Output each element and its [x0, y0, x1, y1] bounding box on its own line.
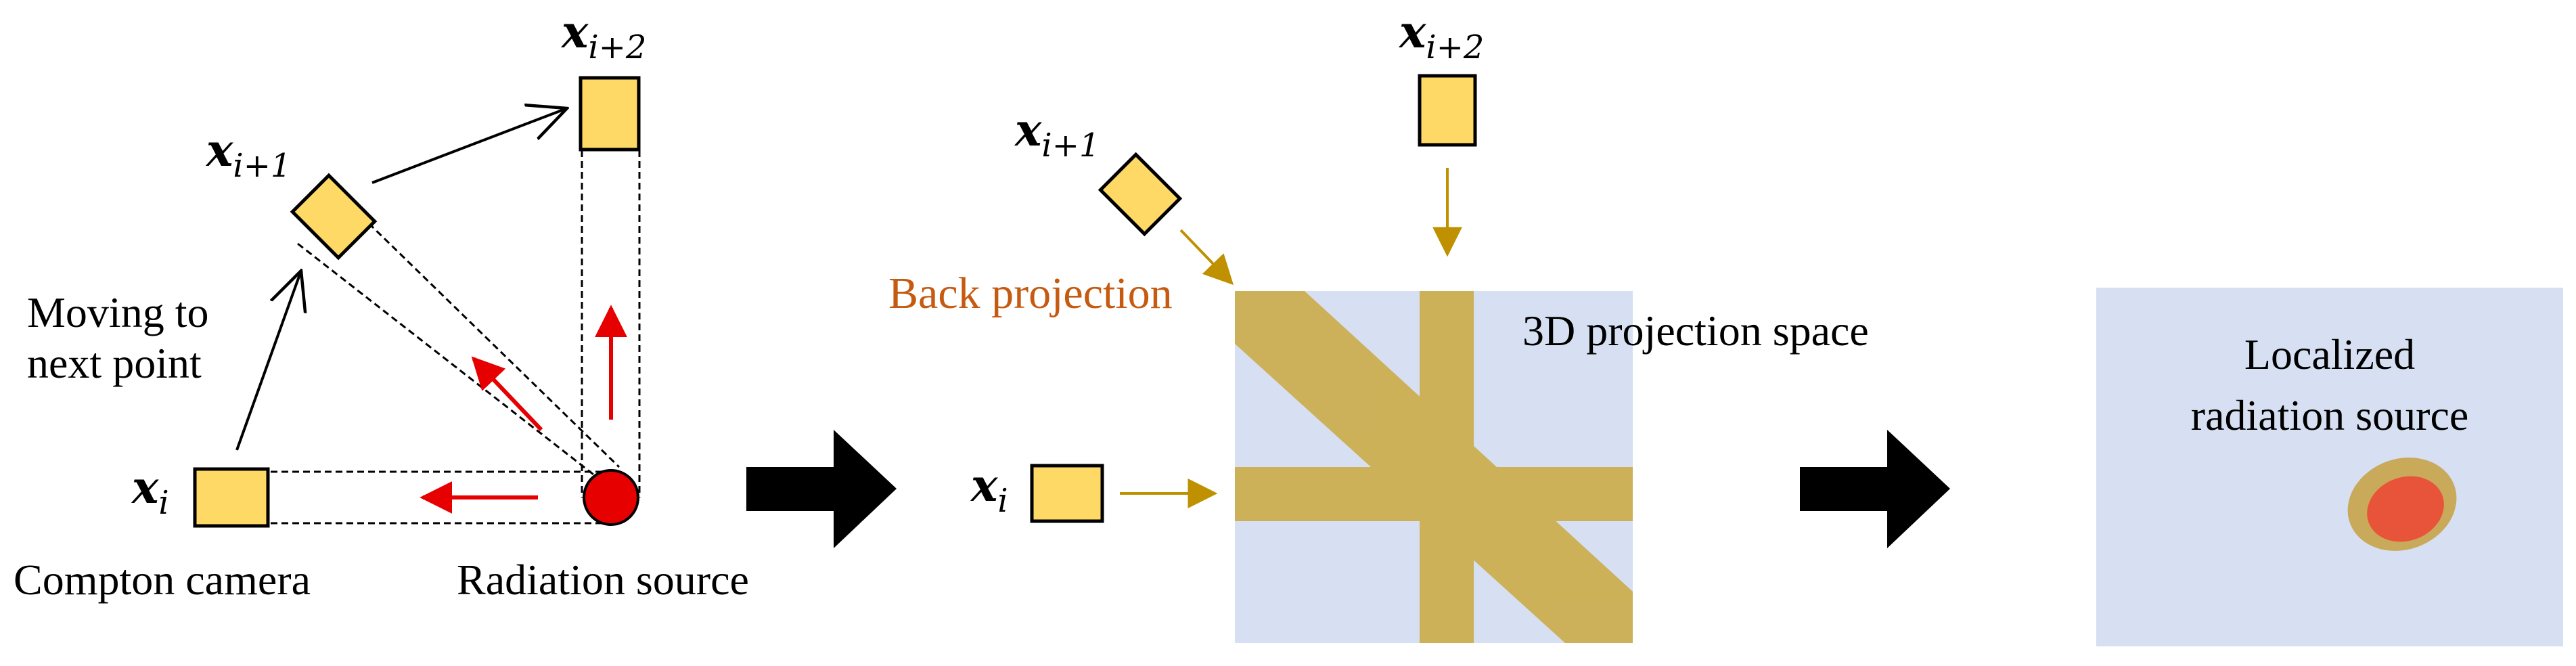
projection-space-label: 3D projection space: [1522, 307, 1869, 355]
localized-label-line1: Localized: [2244, 330, 2415, 378]
move-arrow-1: [235, 271, 301, 451]
gold-arrow-diagonal: [1179, 229, 1234, 286]
panel-compton-measurement: xi xi+1 xi+2 Moving to next point Compto…: [14, 5, 749, 604]
back-projection-label: Back projection: [888, 269, 1173, 318]
label-x-i-plus-2: xi+2: [560, 5, 646, 66]
label-x-i-plus-1: xi+1: [1014, 104, 1100, 164]
dashed-beam-horizontal: [271, 470, 612, 525]
label-x-i: xi: [970, 459, 1008, 520]
camera-xi1: [1098, 152, 1183, 237]
dashed-beam-vertical: [581, 150, 641, 497]
camera-xi2: [1418, 74, 1477, 147]
red-arrow-diagonal: [471, 356, 543, 432]
moving-label-line2: next point: [27, 339, 202, 387]
dashed-beam-diagonal: [297, 222, 620, 485]
label-x-i-plus-2: xi+2: [1398, 5, 1484, 66]
projection-bands: [1235, 291, 1633, 643]
compton-camera-caption: Compton camera: [14, 556, 311, 604]
label-x-i-plus-1: xi+1: [205, 124, 291, 185]
moving-label-line1: Moving to: [27, 288, 208, 336]
radiation-source-dot: [583, 469, 639, 526]
label-x-i: xi: [131, 461, 169, 522]
right-arrow-icon: [746, 430, 897, 548]
panel-back-projection: xi xi+1 xi+2 Back projection 3D projecti…: [888, 5, 1869, 643]
panel-localized-result: Localized radiation source: [2096, 288, 2563, 646]
right-arrow-icon: [1800, 430, 1950, 548]
compton-camera-xi: [193, 467, 270, 528]
localized-label-line2: radiation source: [2191, 391, 2469, 439]
compton-camera-xi1: [290, 173, 378, 261]
result-space: [2096, 288, 2563, 646]
hotspot-inner: [2367, 476, 2444, 542]
camera-xi: [1030, 464, 1104, 523]
move-arrow-2: [371, 108, 567, 184]
compton-camera-xi2: [579, 76, 641, 152]
radiation-source-caption: Radiation source: [457, 556, 749, 604]
